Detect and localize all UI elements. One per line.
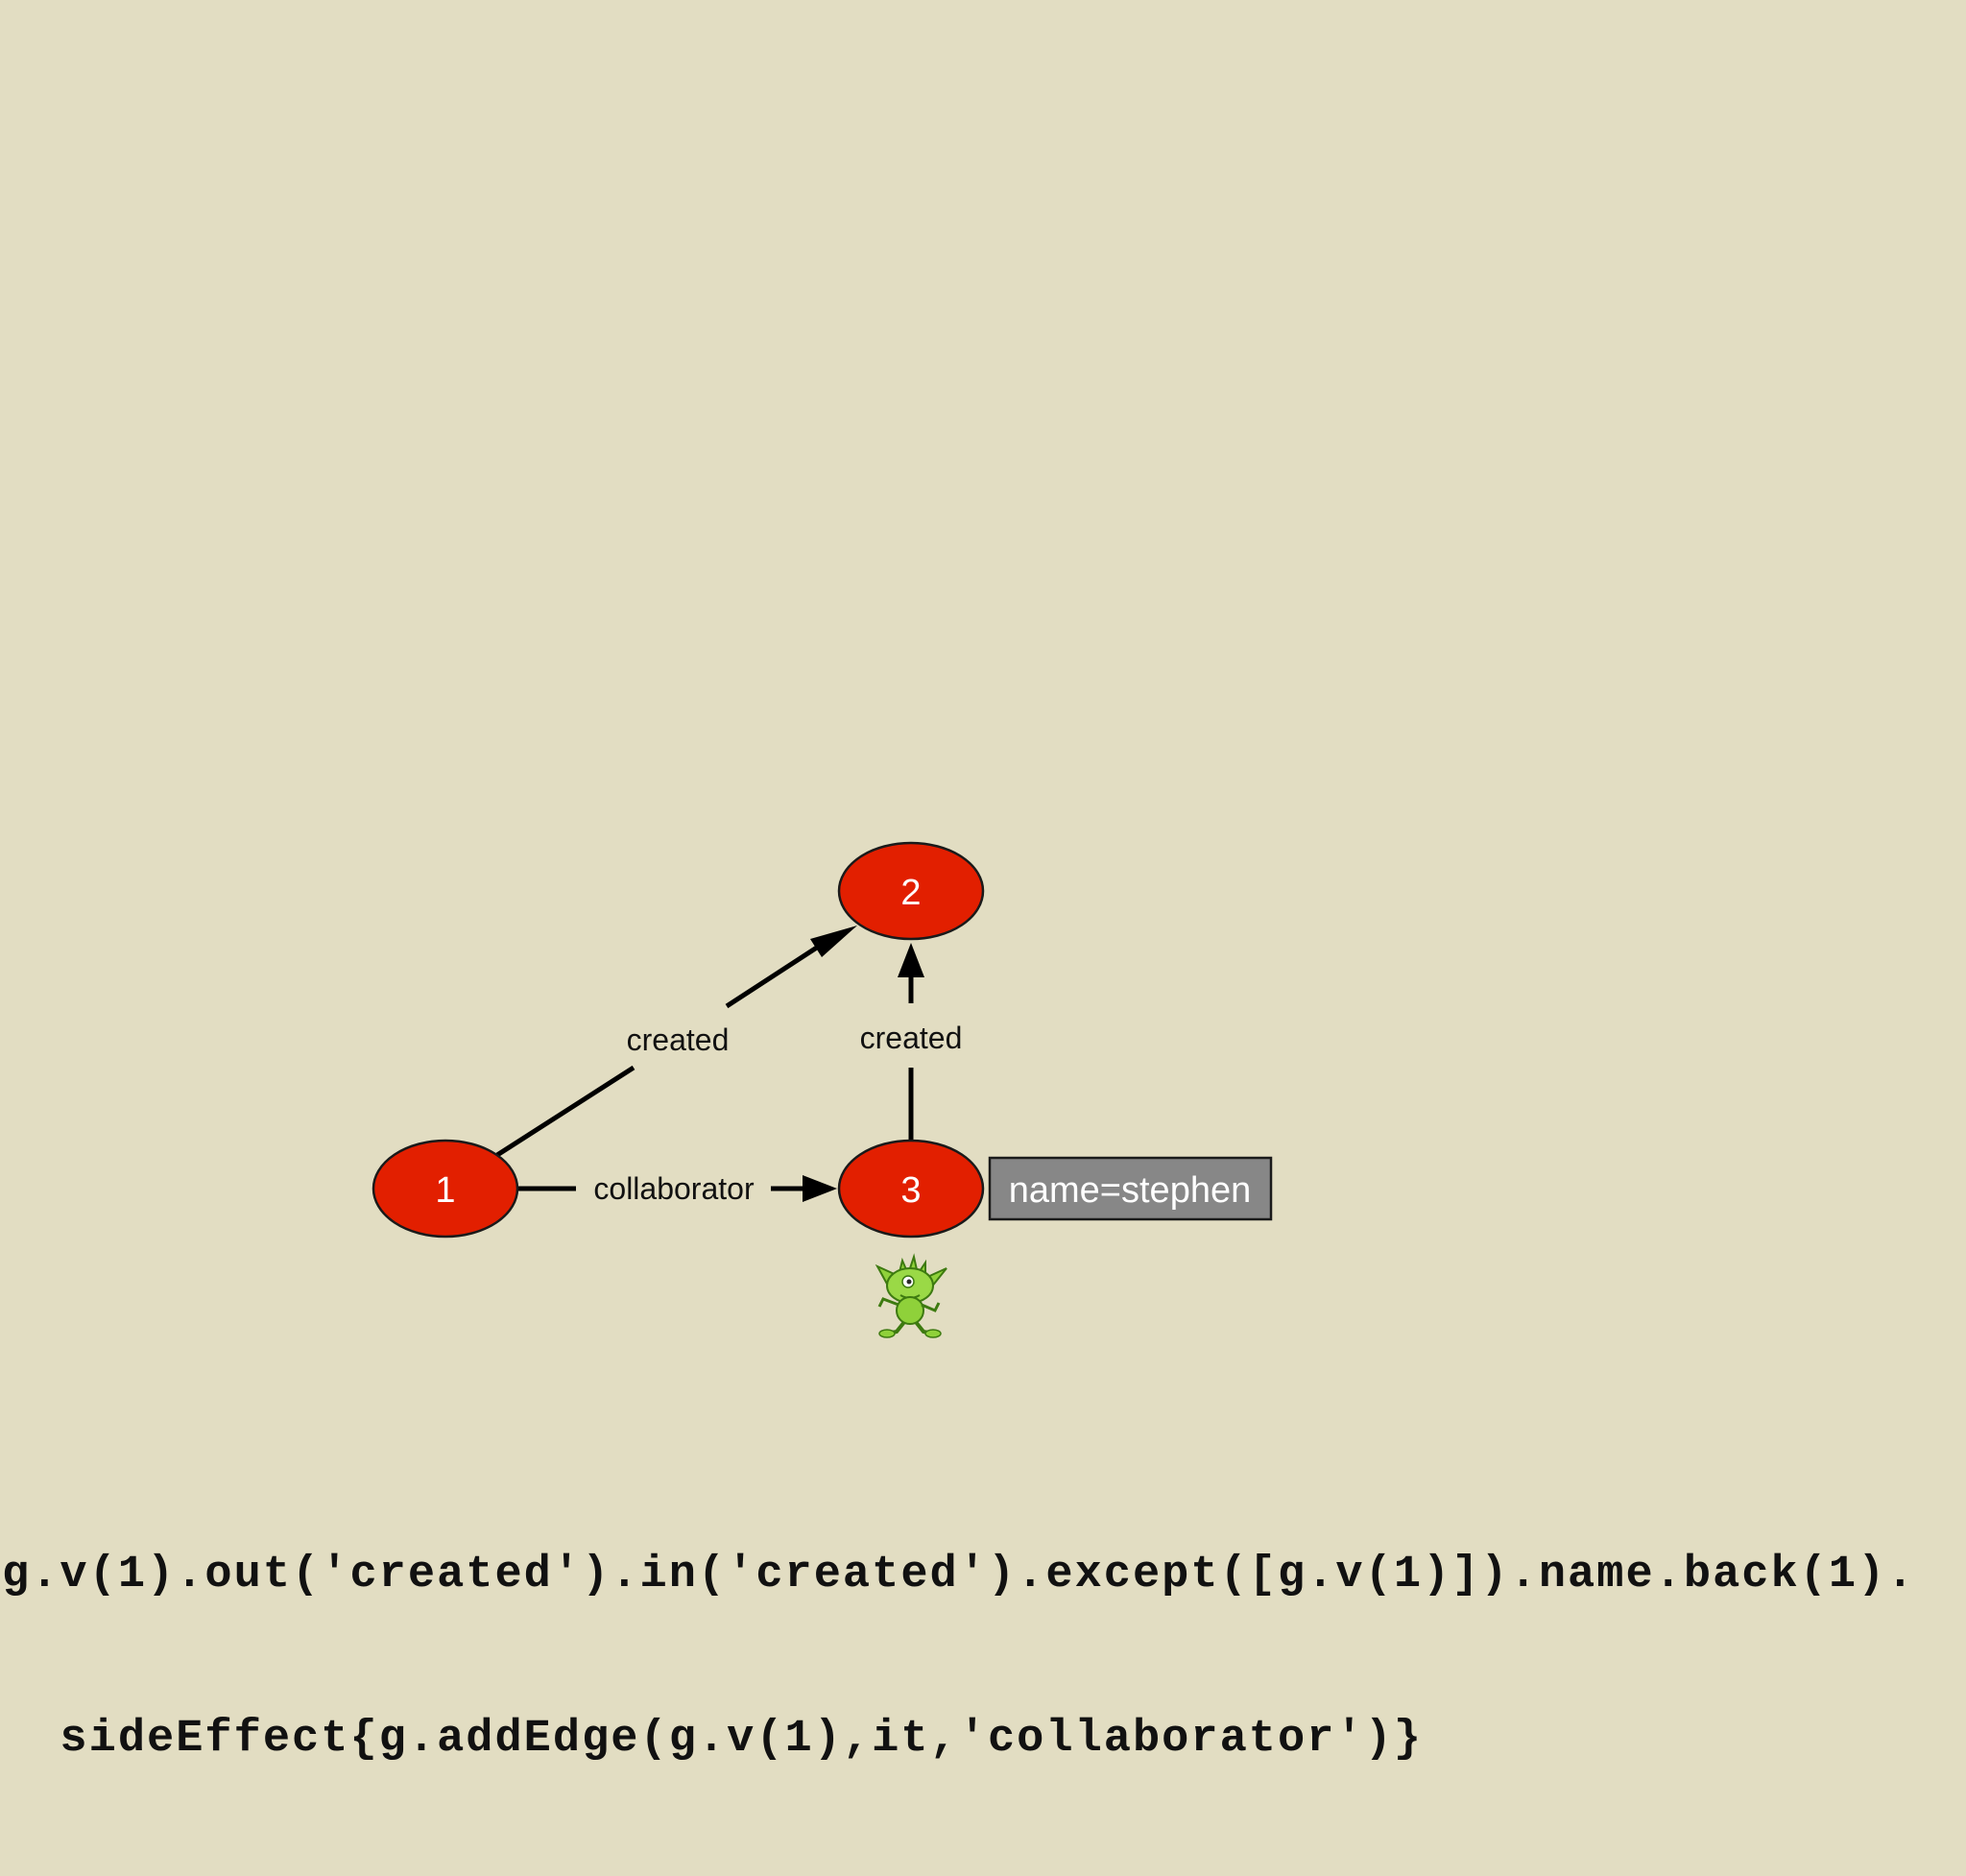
- edge-1-to-2-label: created: [627, 1022, 730, 1057]
- edge-3-to-2: created: [860, 943, 963, 1141]
- property-box-rect: [988, 1156, 1273, 1221]
- code-line-2: sideEffect{g.addEdge(g.v(1),it,'collabor…: [2, 1714, 1424, 1765]
- edge-1-to-2-line-b: [725, 939, 827, 1009]
- node-2: 2: [837, 841, 985, 941]
- node-1-label: 1: [435, 1170, 455, 1211]
- edge-1-to-2: created: [495, 926, 857, 1158]
- edge-3-to-2-label: created: [860, 1021, 963, 1055]
- node-3: 3: [837, 1139, 985, 1239]
- gremlin-code-block: g.v(1).out('created').in('created').exce…: [2, 1438, 1960, 1876]
- edge-3-to-2-arrowhead: [898, 943, 924, 977]
- node-2-label: 2: [900, 873, 921, 913]
- edge-1-to-2-arrowhead: [810, 926, 857, 957]
- edge-1-to-2-line-a: [495, 1065, 635, 1158]
- node-3-label: 3: [900, 1170, 921, 1211]
- node-1-shape: [372, 1139, 519, 1239]
- edge-1-to-3-label: collaborator: [593, 1171, 755, 1206]
- code-line-1: g.v(1).out('created').in('created').exce…: [2, 1550, 1916, 1600]
- node-3-shape: [837, 1139, 985, 1239]
- gremlin-mascot-icon: [875, 1253, 947, 1338]
- slide: created created collaborator 2 1: [2, 841, 1914, 1765]
- graph-diagram: created created collaborator 2 1: [372, 841, 1273, 1338]
- edge-1-to-3-arrowhead: [803, 1175, 837, 1202]
- property-box: name=stephen: [988, 1156, 1273, 1221]
- edge-1-to-3: collaborator: [517, 1171, 837, 1206]
- node-2-shape: [837, 841, 985, 941]
- property-box-text: name=stephen: [1009, 1170, 1251, 1211]
- node-1: 1: [372, 1139, 519, 1239]
